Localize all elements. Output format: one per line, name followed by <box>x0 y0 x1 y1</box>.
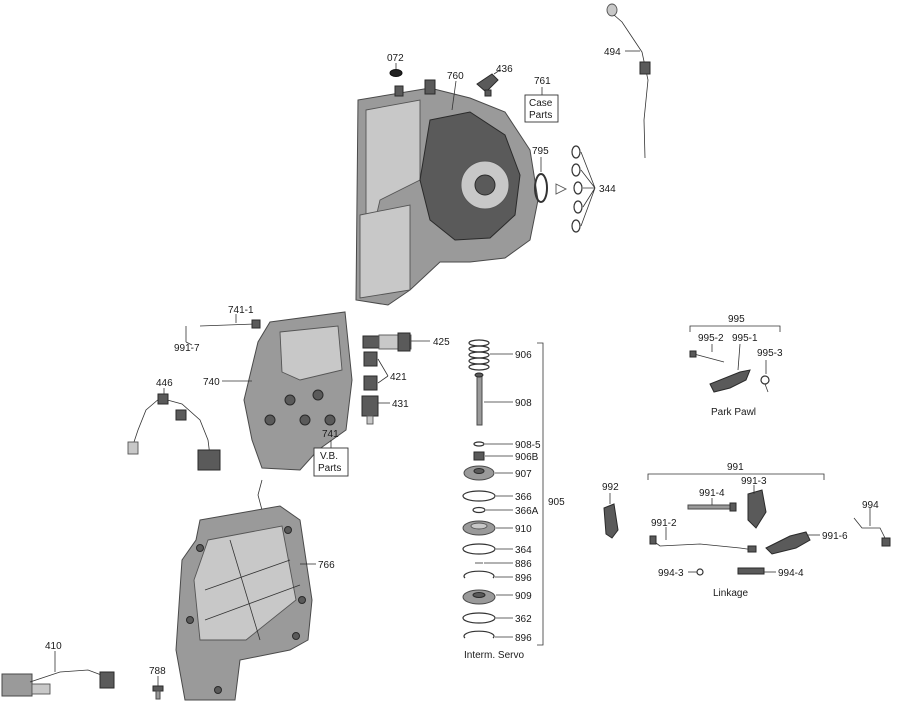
label-761: 761 <box>534 76 551 87</box>
label-741: 741 <box>322 429 339 440</box>
label-494: 494 <box>604 47 621 58</box>
part-072-washer <box>389 69 403 77</box>
label-906: 906 <box>515 350 532 361</box>
label-421: 421 <box>390 372 407 383</box>
part-896b-snap-ring <box>463 630 495 639</box>
label-788: 788 <box>149 666 166 677</box>
part-908-rod <box>476 374 483 426</box>
vb-parts-box <box>313 447 349 477</box>
caption-park-pawl: Park Pawl <box>711 407 756 418</box>
label-425: 425 <box>433 337 450 348</box>
label-760: 760 <box>447 71 464 82</box>
part-991-2-rod <box>649 535 757 553</box>
label-908: 908 <box>515 398 532 409</box>
label-766: 766 <box>318 560 335 571</box>
part-494-dipstick-tube <box>606 3 651 159</box>
arrow-icon <box>555 183 568 195</box>
label-991-3: 991-3 <box>741 476 767 487</box>
part-436-sensor <box>476 73 499 97</box>
valve-body-740 <box>243 311 353 471</box>
bracket-991 <box>647 473 825 480</box>
vb-parts-line1: V.B. <box>320 451 338 462</box>
bracket-995 <box>689 325 781 332</box>
label-995-3: 995-3 <box>757 348 783 359</box>
label-991-6: 991-6 <box>822 531 848 542</box>
label-991-4: 991-4 <box>699 488 725 499</box>
part-906-spring <box>468 339 490 371</box>
label-740: 740 <box>203 377 220 388</box>
label-886: 886 <box>515 559 532 570</box>
label-907: 907 <box>515 469 532 480</box>
label-905: 905 <box>548 497 565 508</box>
oil-pan-766 <box>175 479 313 701</box>
part-995-2-shaft <box>689 350 725 363</box>
label-741-1: 741-1 <box>228 305 254 316</box>
part-991-3-detent <box>747 489 767 529</box>
label-908-5: 908-5 <box>515 440 541 451</box>
part-991-4-pin <box>687 502 737 512</box>
part-446-harness <box>127 393 221 471</box>
label-991-2: 991-2 <box>651 518 677 529</box>
label-795: 795 <box>532 146 549 157</box>
part-788-bolt <box>152 685 164 700</box>
part-994-3-clip <box>696 568 704 576</box>
part-995-3-spring <box>760 375 770 393</box>
label-344: 344 <box>599 184 616 195</box>
part-896a-snap-ring <box>463 570 495 579</box>
label-364: 364 <box>515 545 532 556</box>
transmission-case-760 <box>355 79 539 306</box>
label-366A: 366A <box>515 506 539 517</box>
label-992: 992 <box>602 482 619 493</box>
part-362-ring <box>462 612 496 624</box>
part-364-ring <box>462 543 496 555</box>
label-909: 909 <box>515 591 532 602</box>
bracket-905 <box>537 342 544 646</box>
part-994-4-bushing <box>737 567 765 575</box>
label-366: 366 <box>515 492 532 503</box>
label-410: 410 <box>45 641 62 652</box>
part-995-1-pawl <box>709 369 751 393</box>
part-795-ring <box>534 173 548 203</box>
label-362: 362 <box>515 614 532 625</box>
label-431: 431 <box>392 399 409 410</box>
label-994-4: 994-4 <box>778 568 804 579</box>
servo-labels: 906 908 908-5 906B 907 366 366A 910 364 … <box>464 342 565 661</box>
part-410-range-switch <box>1 669 115 697</box>
label-436: 436 <box>496 64 513 75</box>
label-896a: 896 <box>515 573 532 584</box>
interm-servo-905 <box>462 339 496 639</box>
case-parts-box <box>524 94 559 123</box>
part-425-solenoid <box>362 332 412 352</box>
part-741-1-rod <box>185 319 261 342</box>
case-parts-line1: Case <box>529 98 553 109</box>
part-421-solenoids <box>363 351 378 391</box>
part-366A-ring <box>472 506 486 514</box>
label-910: 910 <box>515 524 532 535</box>
label-072: 072 <box>387 53 404 64</box>
caption-linkage: Linkage <box>713 588 748 599</box>
label-994-3: 994-3 <box>658 568 684 579</box>
caption-interm-servo: Interm. Servo <box>464 650 524 661</box>
part-991-6-bracket <box>765 531 811 555</box>
label-994: 994 <box>862 500 879 511</box>
label-991-7: 991-7 <box>174 343 200 354</box>
part-906B <box>473 451 485 461</box>
label-991: 991 <box>727 462 744 473</box>
vb-parts-line2: Parts <box>318 463 341 474</box>
part-366-ring <box>462 490 496 502</box>
part-908-5-clip <box>473 441 485 447</box>
part-992-lever <box>603 503 619 539</box>
part-344-seals <box>571 145 596 233</box>
label-906B: 906B <box>515 452 539 463</box>
part-994-rod <box>853 517 891 547</box>
label-896b: 896 <box>515 633 532 644</box>
label-995-2: 995-2 <box>698 333 724 344</box>
part-431-solenoid <box>361 395 379 425</box>
label-995: 995 <box>728 314 745 325</box>
case-parts-line2: Parts <box>529 110 552 121</box>
label-995-1: 995-1 <box>732 333 758 344</box>
label-446: 446 <box>156 378 173 389</box>
